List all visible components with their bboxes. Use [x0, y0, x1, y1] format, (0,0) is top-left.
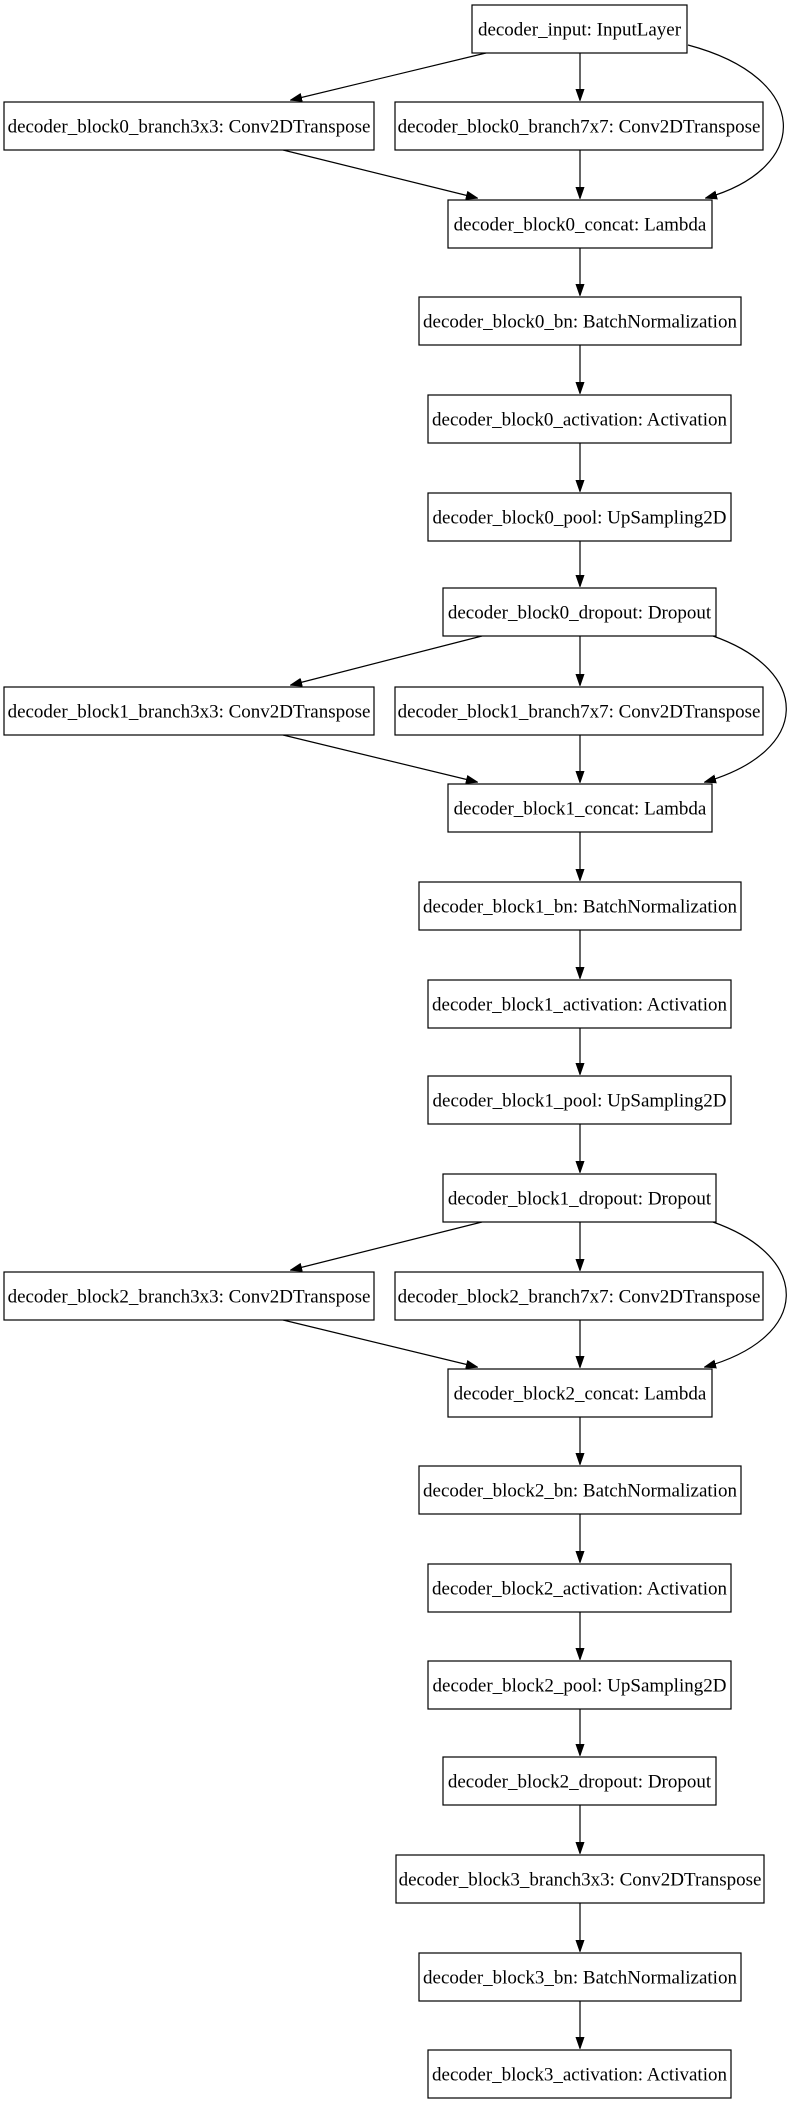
edge-decoder_input-to-decoder_block0_concat — [687, 44, 784, 198]
layer-node-decoder_block3_branch3x3: decoder_block3_branch3x3: Conv2DTranspos… — [395, 1854, 765, 1904]
layer-node-decoder_block2_activation: decoder_block2_activation: Activation — [427, 1563, 732, 1613]
node-box — [418, 1465, 742, 1515]
node-label: decoder_block2_dropout: Dropout — [448, 1772, 712, 1793]
node-box — [427, 1660, 732, 1710]
edge-decoder_input-to-decoder_block0_branch3x3 — [291, 52, 487, 100]
layer-node-decoder_block2_branch3x3: decoder_block2_branch3x3: Conv2DTranspos… — [3, 1271, 375, 1321]
layer-node-decoder_block1_bn: decoder_block1_bn: BatchNormalization — [418, 881, 742, 931]
node-label: decoder_block2_bn: BatchNormalization — [423, 1481, 737, 1502]
layer-node-decoder_block3_bn: decoder_block3_bn: BatchNormalization — [418, 1952, 742, 2002]
edge-decoder_block1_dropout-to-decoder_block2_concat — [705, 1221, 787, 1367]
layer-node-decoder_block0_dropout: decoder_block0_dropout: Dropout — [442, 587, 717, 637]
edge-decoder_block0_dropout-to-decoder_block1_concat — [705, 635, 787, 782]
edge-decoder_block0_branch3x3-to-decoder_block0_concat — [282, 149, 477, 198]
layer-node-decoder_block1_branch7x7: decoder_block1_branch7x7: Conv2DTranspos… — [394, 686, 764, 736]
node-box — [3, 1271, 375, 1321]
node-label: decoder_block1_branch3x3: Conv2DTranspos… — [8, 702, 371, 723]
layer-node-decoder_block2_concat: decoder_block2_concat: Lambda — [447, 1368, 713, 1418]
layer-node-decoder_block0_activation: decoder_block0_activation: Activation — [427, 394, 732, 444]
node-label: decoder_block0_bn: BatchNormalization — [423, 312, 737, 333]
layer-node-decoder_block0_concat: decoder_block0_concat: Lambda — [447, 199, 713, 249]
node-label: decoder_block0_branch3x3: Conv2DTranspos… — [8, 117, 371, 138]
edge-decoder_block0_dropout-to-decoder_block1_branch3x3 — [291, 635, 483, 685]
node-box — [3, 686, 375, 736]
node-label: decoder_block2_branch7x7: Conv2DTranspos… — [398, 1287, 761, 1308]
node-box — [394, 101, 764, 151]
node-label: decoder_block0_branch7x7: Conv2DTranspos… — [398, 117, 761, 138]
node-label: decoder_block2_activation: Activation — [432, 1579, 727, 1600]
node-box — [418, 296, 742, 346]
edge-decoder_block2_branch3x3-to-decoder_block2_concat — [282, 1319, 477, 1367]
node-label: decoder_block2_pool: UpSampling2D — [433, 1676, 727, 1697]
node-box — [395, 1854, 765, 1904]
node-label: decoder_block1_bn: BatchNormalization — [423, 897, 737, 918]
node-label: decoder_block1_activation: Activation — [432, 995, 727, 1016]
node-label: decoder_block3_bn: BatchNormalization — [423, 1968, 737, 1989]
node-box — [427, 492, 732, 542]
node-box — [418, 1952, 742, 2002]
layer-node-decoder_block1_concat: decoder_block1_concat: Lambda — [447, 783, 713, 833]
edge-decoder_block1_dropout-to-decoder_block2_branch3x3 — [291, 1221, 483, 1270]
node-label: decoder_block1_dropout: Dropout — [448, 1189, 712, 1210]
node-box — [447, 199, 713, 249]
layer-node-decoder_block0_pool: decoder_block0_pool: UpSampling2D — [427, 492, 732, 542]
layer-node-decoder_block0_branch3x3: decoder_block0_branch3x3: Conv2DTranspos… — [3, 101, 375, 151]
layer-node-decoder_block1_pool: decoder_block1_pool: UpSampling2D — [427, 1075, 732, 1125]
node-label: decoder_block3_branch3x3: Conv2DTranspos… — [399, 1870, 762, 1891]
node-box — [442, 1173, 717, 1223]
node-box — [427, 1075, 732, 1125]
node-box — [447, 783, 713, 833]
edge-decoder_block1_branch3x3-to-decoder_block1_concat — [282, 734, 477, 782]
layer-node-decoder_block2_dropout: decoder_block2_dropout: Dropout — [442, 1756, 717, 1806]
layer-node-decoder_block3_activation: decoder_block3_activation: Activation — [427, 2049, 732, 2099]
node-box — [427, 394, 732, 444]
layer-node-decoder_block2_pool: decoder_block2_pool: UpSampling2D — [427, 1660, 732, 1710]
layer-node-decoder_block2_bn: decoder_block2_bn: BatchNormalization — [418, 1465, 742, 1515]
node-box — [427, 2049, 732, 2099]
node-box — [447, 1368, 713, 1418]
node-label: decoder_block0_concat: Lambda — [454, 215, 707, 236]
node-box — [427, 979, 732, 1029]
node-label: decoder_block2_branch3x3: Conv2DTranspos… — [8, 1287, 371, 1308]
node-label: decoder_block0_dropout: Dropout — [448, 603, 712, 624]
node-box — [3, 101, 375, 151]
node-label: decoder_block2_concat: Lambda — [454, 1384, 707, 1405]
node-label: decoder_block0_activation: Activation — [432, 410, 727, 431]
node-label: decoder_block1_pool: UpSampling2D — [433, 1091, 727, 1112]
node-box — [418, 881, 742, 931]
node-label: decoder_block3_activation: Activation — [432, 2065, 727, 2086]
node-label: decoder_block1_concat: Lambda — [454, 799, 707, 820]
layer-node-decoder_block1_branch3x3: decoder_block1_branch3x3: Conv2DTranspos… — [3, 686, 375, 736]
node-box — [394, 686, 764, 736]
node-box — [471, 4, 688, 54]
layer-node-decoder_block1_activation: decoder_block1_activation: Activation — [427, 979, 732, 1029]
node-box — [427, 1563, 732, 1613]
layer-node-decoder_block1_dropout: decoder_block1_dropout: Dropout — [442, 1173, 717, 1223]
node-box — [442, 587, 717, 637]
node-label: decoder_block0_pool: UpSampling2D — [433, 508, 727, 529]
node-box — [442, 1756, 717, 1806]
layer-node-decoder_block2_branch7x7: decoder_block2_branch7x7: Conv2DTranspos… — [394, 1271, 764, 1321]
layer-node-decoder_block0_bn: decoder_block0_bn: BatchNormalization — [418, 296, 742, 346]
layer-node-decoder_input: decoder_input: InputLayer — [471, 4, 688, 54]
layer-node-decoder_block0_branch7x7: decoder_block0_branch7x7: Conv2DTranspos… — [394, 101, 764, 151]
node-label: decoder_input: InputLayer — [478, 20, 682, 41]
node-box — [394, 1271, 764, 1321]
node-label: decoder_block1_branch7x7: Conv2DTranspos… — [398, 702, 761, 723]
